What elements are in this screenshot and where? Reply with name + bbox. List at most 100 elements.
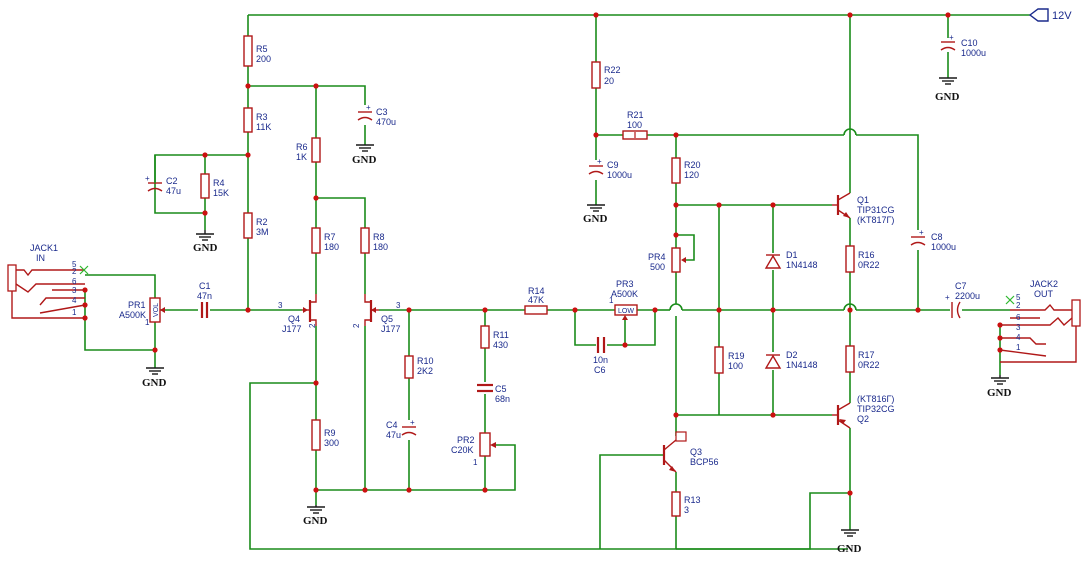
svg-text:430: 430 — [493, 340, 508, 350]
svg-text:PR3: PR3 — [616, 279, 634, 289]
svg-text:1: 1 — [473, 458, 478, 467]
svg-text:15K: 15K — [213, 188, 229, 198]
svg-text:D2: D2 — [786, 350, 798, 360]
resistor-r13: R13 3 — [671, 491, 701, 517]
svg-text:R14: R14 — [528, 286, 545, 296]
svg-text:C7: C7 — [955, 281, 967, 291]
svg-text:2: 2 — [352, 323, 361, 328]
svg-text:R10: R10 — [417, 356, 434, 366]
svg-text:2200u: 2200u — [955, 291, 980, 301]
svg-text:R17: R17 — [858, 350, 875, 360]
resistor-r5: R5 200 — [243, 35, 271, 67]
svg-text:C8: C8 — [931, 232, 943, 242]
svg-text:+: + — [919, 228, 924, 237]
svg-text:R3: R3 — [256, 112, 268, 122]
svg-text:GND: GND — [837, 543, 862, 555]
svg-text:100: 100 — [627, 120, 642, 130]
svg-text:5: 5 — [1016, 293, 1021, 302]
svg-text:2: 2 — [1016, 301, 1021, 310]
resistor-r22: R22 20 — [591, 61, 621, 89]
resistor-r6: R6 1K — [296, 137, 321, 163]
resistor-r3: R3 11K — [243, 107, 271, 133]
svg-text:R2: R2 — [256, 217, 268, 227]
svg-text:VOL: VOL — [153, 303, 160, 317]
capacitor-c2: + C2 47u — [145, 155, 181, 196]
svg-text:R16: R16 — [858, 250, 875, 260]
resistor-r16: R16 0R22 — [845, 245, 880, 273]
svg-text:2: 2 — [308, 323, 317, 328]
svg-text:4: 4 — [1016, 333, 1021, 342]
svg-text:5: 5 — [72, 260, 77, 269]
svg-text:R5: R5 — [256, 44, 268, 54]
svg-text:C1: C1 — [199, 281, 211, 291]
diode-d2: D2 1N4148 — [764, 350, 818, 370]
capacitor-c7: + C7 2200u — [945, 281, 980, 319]
transistor-q2: (KT816Г) TIP32CG Q2 — [832, 394, 895, 429]
resistor-r19: R19 100 — [714, 346, 745, 374]
transistor-q1: Q1 TIP31CG (KT817Г) — [832, 192, 895, 225]
svg-text:47n: 47n — [197, 291, 212, 301]
gnd-r4: GND — [193, 230, 218, 254]
svg-text:GND: GND — [935, 91, 960, 103]
svg-text:0R22: 0R22 — [858, 260, 880, 270]
svg-text:470u: 470u — [376, 117, 396, 127]
svg-text:C20K: C20K — [451, 445, 474, 455]
svg-text:C5: C5 — [495, 384, 507, 394]
svg-text:1000u: 1000u — [607, 170, 632, 180]
gnd-c3: GND — [352, 144, 377, 166]
svg-text:A500K: A500K — [611, 289, 638, 299]
svg-text:C10: C10 — [961, 38, 978, 48]
gnd-r9: GND — [303, 505, 328, 527]
svg-text:A500K: A500K — [119, 310, 146, 320]
svg-text:R20: R20 — [684, 160, 701, 170]
gnd-q2: GND — [837, 529, 862, 555]
resistor-r20: R20 120 — [671, 157, 701, 184]
resistor-r7: R7 180 — [311, 227, 339, 254]
svg-text:11K: 11K — [256, 122, 271, 132]
svg-text:GND: GND — [987, 387, 1012, 399]
wires — [84, 14, 1030, 550]
jack-out: JACK2 OUT 5 2 6 3 4 1 — [999, 279, 1081, 363]
transistor-q4: 3 2 Q4 J177 — [278, 294, 317, 334]
svg-text:20: 20 — [604, 76, 614, 86]
svg-text:IN: IN — [36, 253, 45, 263]
gnd-input: GND — [142, 367, 167, 389]
svg-text:R21: R21 — [627, 110, 644, 120]
svg-text:OUT: OUT — [1034, 289, 1054, 299]
svg-text:+: + — [410, 418, 415, 427]
svg-text:500: 500 — [650, 262, 665, 272]
capacitor-c5: C5 68n — [477, 383, 510, 404]
svg-text:TIP31CG: TIP31CG — [857, 205, 895, 215]
svg-text:47u: 47u — [386, 430, 401, 440]
potentiometer-pr1: VOL 1 PR1 A500K — [119, 297, 165, 327]
svg-text:C3: C3 — [376, 107, 388, 117]
svg-text:1: 1 — [72, 308, 77, 317]
svg-text:Q5: Q5 — [381, 314, 393, 324]
gnd-jack-out: GND — [987, 375, 1012, 399]
capacitor-c4: + C4 47u — [386, 418, 417, 440]
svg-text:C4: C4 — [386, 420, 398, 430]
svg-text:LOW: LOW — [618, 308, 634, 315]
svg-text:2K2: 2K2 — [417, 366, 433, 376]
svg-text:GND: GND — [303, 515, 328, 527]
svg-text:+: + — [145, 174, 150, 183]
svg-text:1N4148: 1N4148 — [786, 360, 818, 370]
svg-text:C2: C2 — [166, 176, 178, 186]
svg-text:TIP32CG: TIP32CG — [857, 404, 895, 414]
svg-text:1000u: 1000u — [961, 48, 986, 58]
svg-text:J177: J177 — [282, 324, 302, 334]
svg-text:3: 3 — [684, 505, 689, 515]
svg-text:D1: D1 — [786, 250, 798, 260]
svg-text:12V: 12V — [1052, 10, 1072, 22]
svg-text:Q4: Q4 — [288, 314, 300, 324]
resistor-r21: R21 100 — [622, 110, 648, 140]
resistor-r2: R2 3M — [243, 212, 269, 239]
capacitor-c10: + C10 1000u — [940, 33, 986, 58]
svg-text:PR1: PR1 — [128, 300, 146, 310]
svg-text:+: + — [366, 103, 371, 112]
capacitor-c8: + C8 1000u — [910, 228, 956, 252]
capacitor-c6: 10n C6 — [593, 337, 608, 375]
resistor-r10: R10 2K2 — [404, 355, 434, 379]
resistor-r9: R9 300 — [311, 419, 339, 451]
